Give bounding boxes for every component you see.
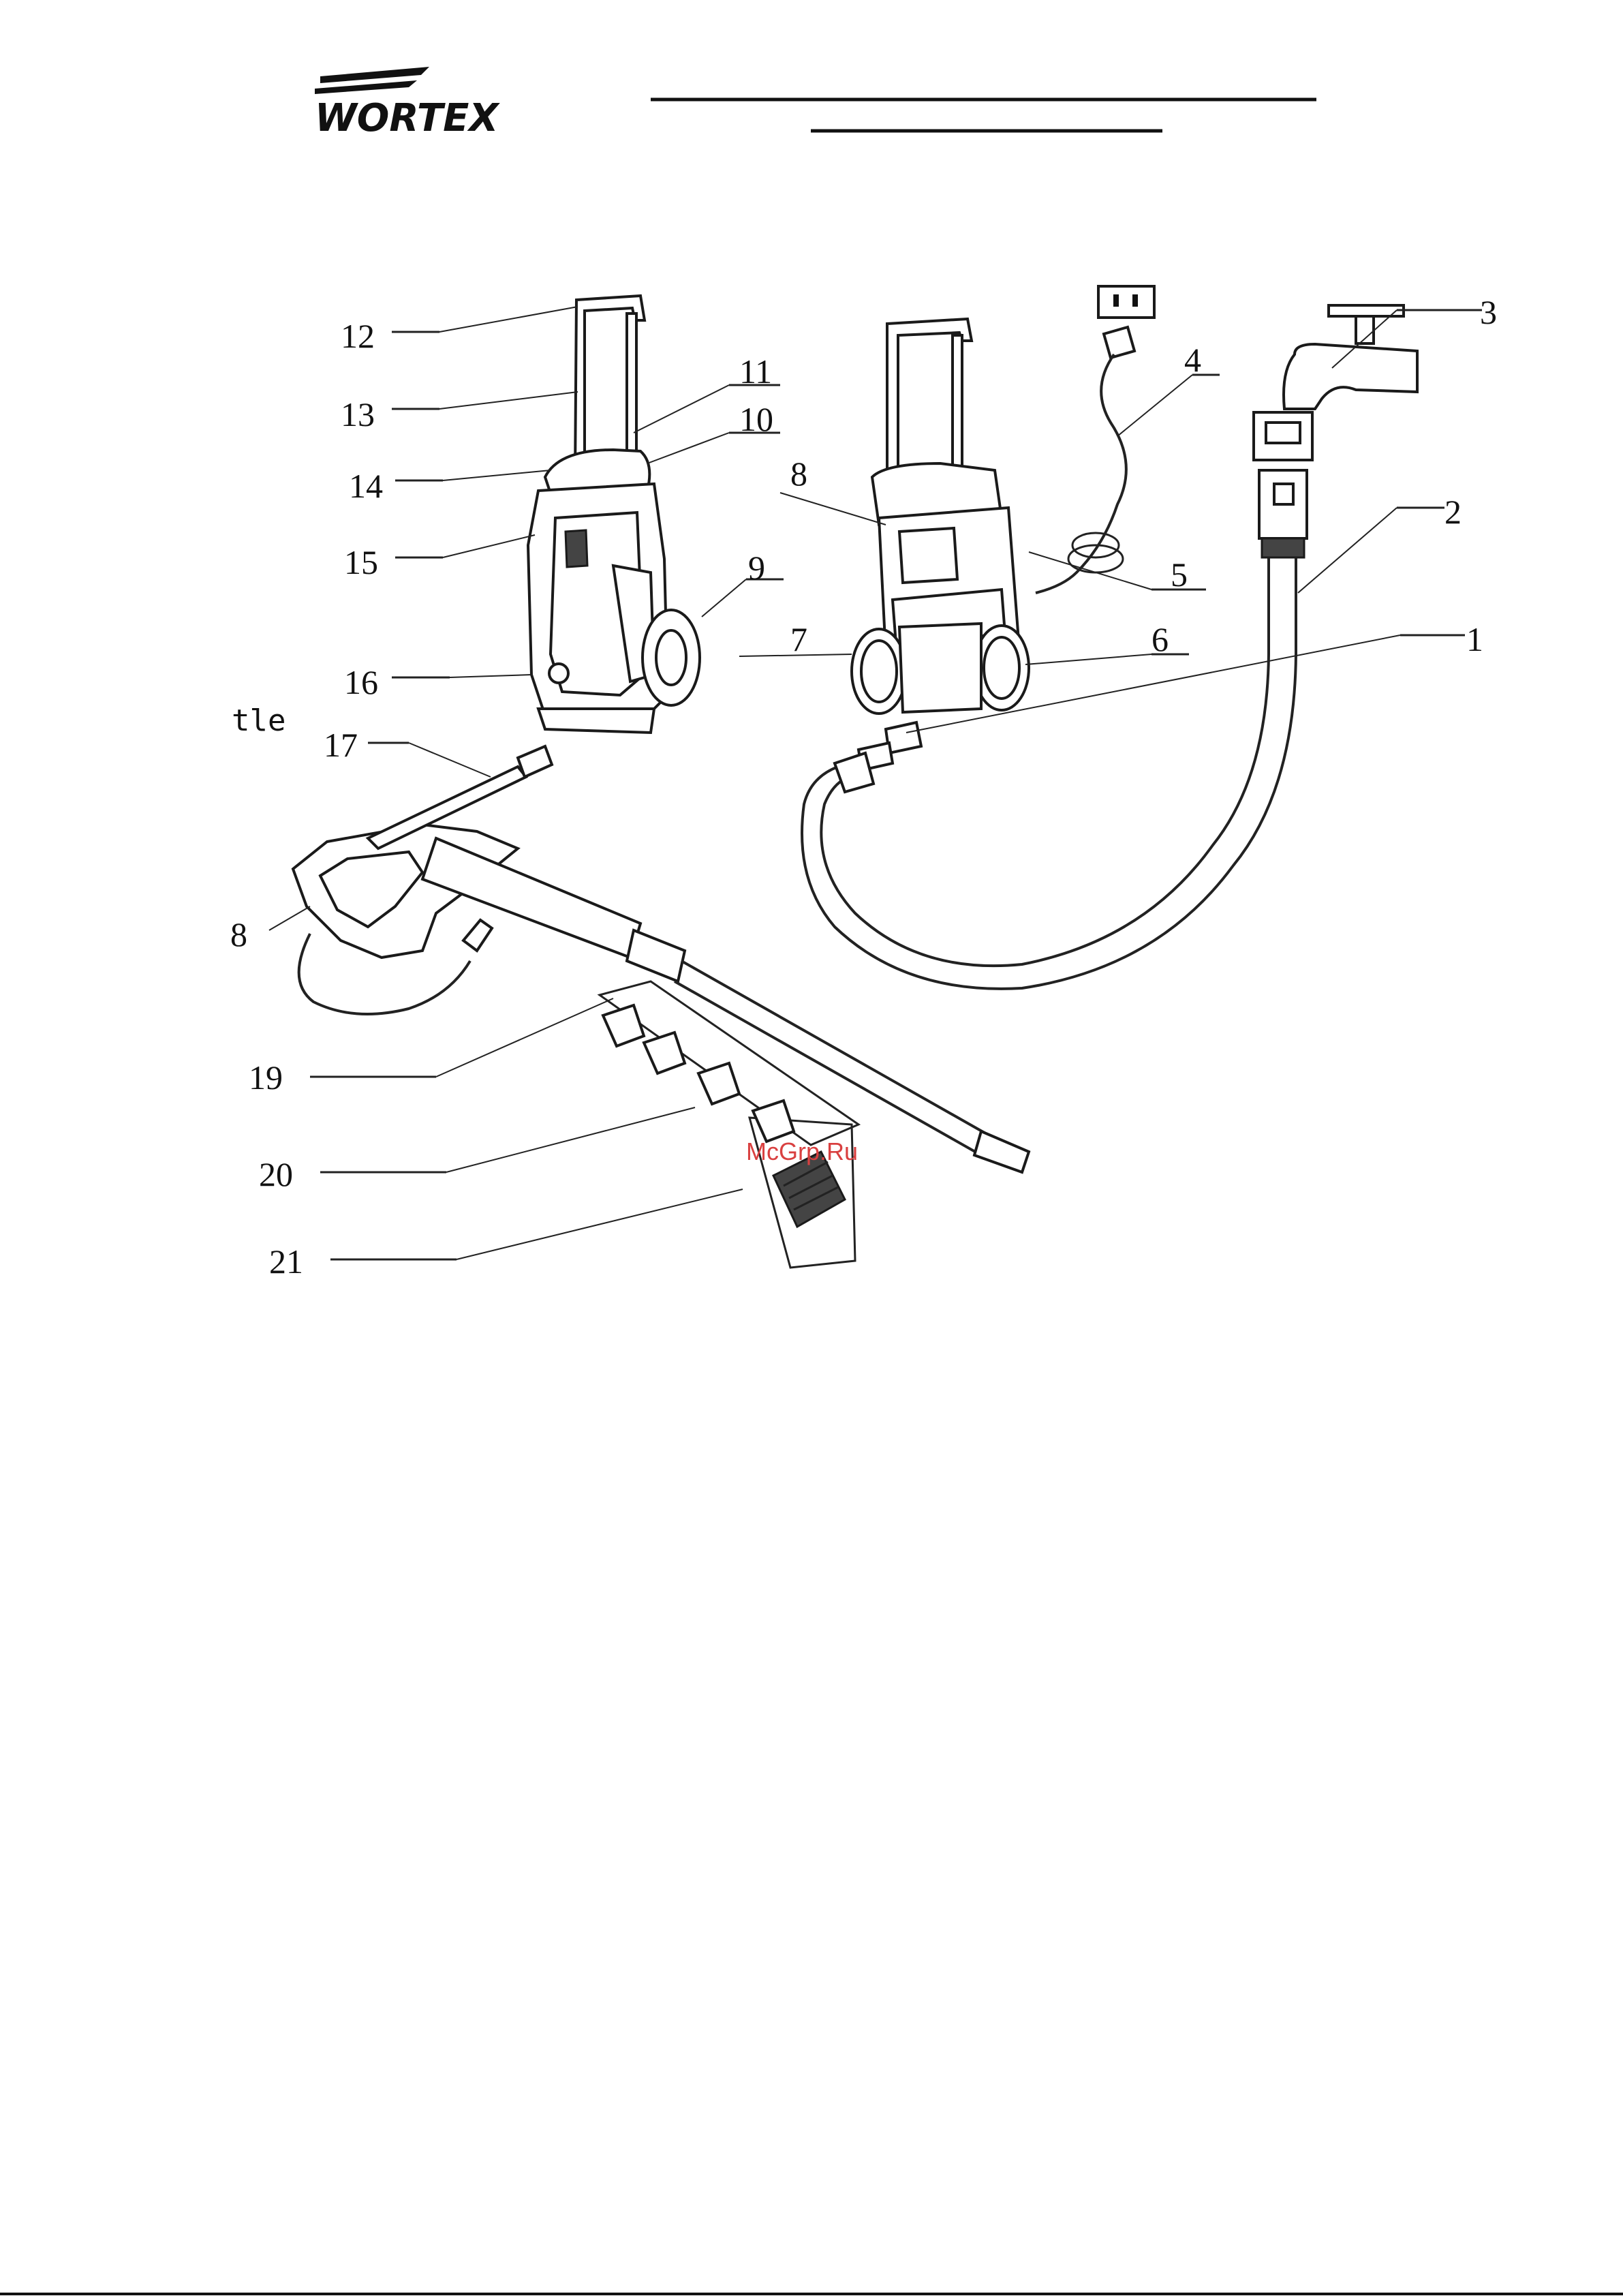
callout-15: 15 <box>344 543 378 581</box>
nozzle-set <box>600 981 859 1268</box>
callout-6: 6 <box>1151 620 1169 658</box>
callout-2: 2 <box>1444 493 1462 531</box>
callout-8: 8 <box>790 455 807 493</box>
callout-10: 10 <box>739 400 773 438</box>
callout-12: 12 <box>341 317 375 355</box>
callout-5: 5 <box>1171 555 1188 594</box>
callout-17: 17 <box>324 726 358 764</box>
washer-front-view <box>528 296 700 733</box>
callout-13: 13 <box>341 395 375 433</box>
callout-14: 14 <box>349 467 383 505</box>
callout-21: 21 <box>269 1242 303 1281</box>
power-cord <box>1036 286 1154 593</box>
spray-gun <box>293 746 1029 1172</box>
washer-rear-view <box>852 319 1029 770</box>
callout-3: 3 <box>1480 293 1497 331</box>
brand-logo-text: WORTEX <box>315 96 500 140</box>
callout-1: 1 <box>1466 620 1483 658</box>
callout-4: 4 <box>1184 341 1201 379</box>
water-tap <box>1254 305 1417 460</box>
hose-adaptor <box>1259 470 1307 654</box>
callout-9: 9 <box>748 549 765 587</box>
brand-logo: WORTEX <box>315 67 500 140</box>
callout-20: 20 <box>259 1155 293 1193</box>
callout-19: 19 <box>249 1058 283 1097</box>
watermark: McGrp.Ru <box>746 1137 858 1165</box>
callout-fragment-8: 8 <box>230 915 247 953</box>
callout-7: 7 <box>790 620 807 658</box>
callout-11: 11 <box>739 352 772 391</box>
fragment-text: tle <box>232 703 285 738</box>
callout-16: 16 <box>344 663 378 701</box>
